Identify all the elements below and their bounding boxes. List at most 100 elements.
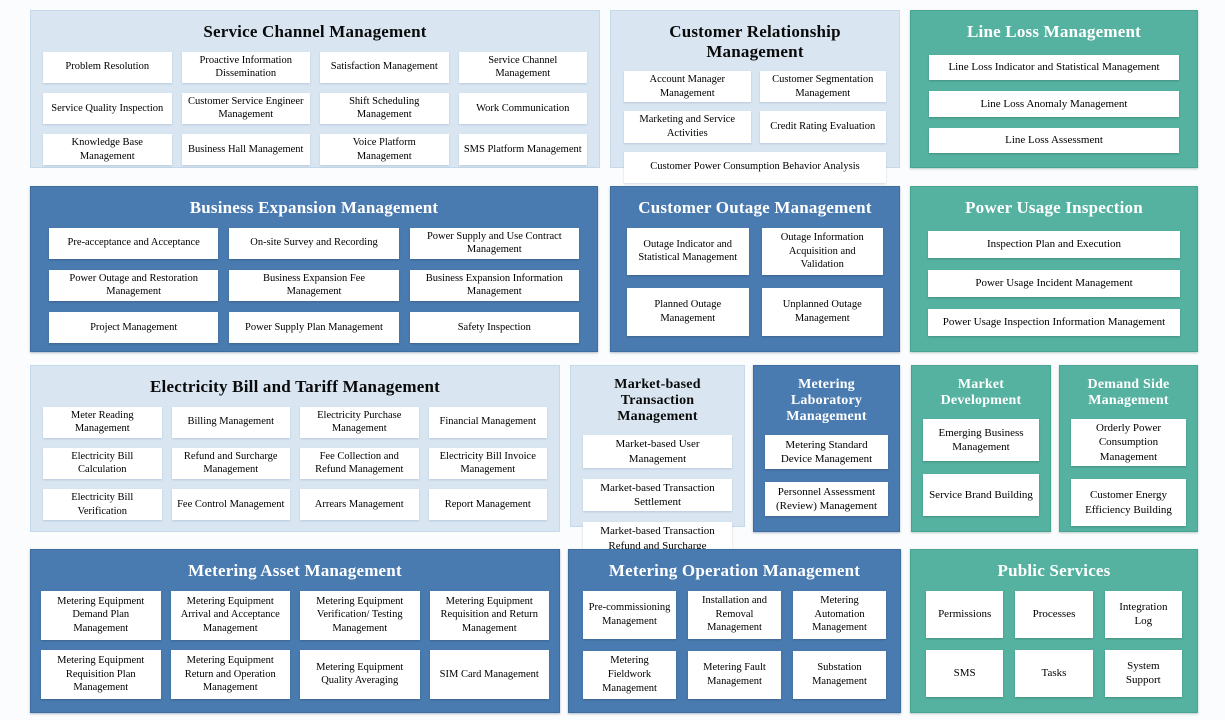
module-box: Metering Fault Management <box>688 650 781 699</box>
module-box: Line Loss Anomaly Management <box>929 91 1179 117</box>
module-box: Report Management <box>428 489 547 521</box>
module-box: Shift Scheduling Management <box>320 92 449 125</box>
module-box: Metering Equipment Requisition Plan Mana… <box>41 649 161 699</box>
module-box: Fee Control Management <box>171 489 290 521</box>
panel-metering-laboratory-management: Metering Laboratory Management Metering … <box>753 365 900 532</box>
module-box: Pre-acceptance and Acceptance <box>49 227 219 259</box>
module-box: Power Usage Incident Management <box>928 269 1180 297</box>
module-box: Service Channel Management <box>458 51 587 83</box>
panel-metering-asset-management: Metering Asset Management Metering Equip… <box>30 549 560 713</box>
module-box: Work Communication <box>458 92 587 125</box>
module-box: Metering Automation Management <box>793 590 886 639</box>
module-box: Market-based Transaction Settlement <box>583 478 732 512</box>
module-box: Problem Resolution <box>43 51 172 83</box>
module-box: Knowledge Base Management <box>43 134 172 166</box>
module-box: Metering Equipment Verification/ Testing… <box>300 590 420 640</box>
panel-items: Meter Reading Management Billing Manageme… <box>43 406 547 521</box>
module-box: Metering Equipment Quality Averaging <box>300 649 420 699</box>
module-box: Inspection Plan and Execution <box>928 230 1180 258</box>
module-box: Metering Equipment Requisition and Retur… <box>429 590 549 640</box>
module-box: Planned Outage Management <box>627 288 749 336</box>
module-box: Outage Information Acquisition and Valid… <box>761 227 883 276</box>
panel-title: Power Usage Inspection <box>965 198 1143 217</box>
panel-title: Demand Side Management <box>1087 377 1170 409</box>
panel-market-development: Market Development Emerging Business Man… <box>911 365 1051 532</box>
module-box: Metering Equipment Arrival and Acceptanc… <box>170 590 290 640</box>
module-box: Metering Fieldwork Management <box>583 650 676 699</box>
module-box: Fee Collection and Refund Management <box>300 447 419 480</box>
panel-items: Outage Indicator and Statistical Managem… <box>627 227 883 336</box>
panel-title: Service Channel Management <box>203 22 427 41</box>
panel-title: Line Loss Management <box>967 22 1141 41</box>
module-box: Tasks <box>1015 649 1093 697</box>
panel-title: Customer Relationship Management <box>669 22 841 61</box>
module-box: Line Loss Assessment <box>929 127 1179 153</box>
module-box: Satisfaction Management <box>320 51 449 83</box>
module-box: Account Manager Management <box>624 71 751 103</box>
module-box: Electricity Bill Verification <box>43 489 162 521</box>
module-box: Project Management <box>49 312 219 344</box>
module-box: Marketing and Service Activities <box>624 111 751 143</box>
module-box: Substation Management <box>793 650 886 699</box>
module-box: Customer Service Engineer Management <box>181 92 310 125</box>
module-box: Financial Management <box>428 406 547 438</box>
module-box: Electricity Bill Invoice Management <box>428 447 547 480</box>
module-box: Emerging Business Management <box>923 419 1039 462</box>
module-box: Service Brand Building <box>923 474 1039 516</box>
panel-title: Market-based Transaction Management <box>614 377 701 425</box>
module-box: Business Hall Management <box>181 134 310 166</box>
module-box: SIM Card Management <box>429 649 549 699</box>
panel-electricity-bill-and-tariff-management: Electricity Bill and Tariff Management M… <box>30 365 560 532</box>
module-box: Power Outage and Restoration Management <box>49 269 219 302</box>
module-box: Credit Rating Evaluation <box>759 111 886 143</box>
panel-items: Metering Equipment Demand Plan Managemen… <box>41 590 549 699</box>
module-box: Metering Standard Device Management <box>765 435 888 470</box>
panel-items: Line Loss Indicator and Statistical Mana… <box>929 54 1179 153</box>
module-box: Outage Indicator and Statistical Managem… <box>627 227 749 276</box>
module-box: Refund and Surcharge Management <box>171 447 290 480</box>
panel-metering-operation-management: Metering Operation Management Pre-commis… <box>568 549 901 713</box>
module-box: Business Expansion Fee Management <box>229 269 399 302</box>
panel-title: Metering Asset Management <box>188 561 402 580</box>
panel-title: Metering Operation Management <box>608 561 861 580</box>
panel-service-channel-management: Service Channel Management Problem Resol… <box>30 10 600 168</box>
module-box: SMS Platform Management <box>458 134 587 166</box>
module-box: Market-based User Management <box>583 435 732 468</box>
module-box: Electricity Bill Calculation <box>43 447 162 480</box>
panel-demand-side-management: Demand Side Management Orderly Power Con… <box>1059 365 1198 532</box>
module-box: Pre-commissioning Management <box>583 590 676 639</box>
module-box: System Support <box>1104 649 1182 697</box>
panel-customer-relationship-management: Customer Relationship Management Account… <box>610 10 900 183</box>
module-box: SMS <box>926 649 1004 697</box>
module-box: Service Quality Inspection <box>43 92 172 125</box>
module-box: Unplanned Outage Management <box>761 288 883 336</box>
module-box: Permissions <box>926 590 1004 638</box>
module-box: Power Supply and Use Contract Management <box>409 227 579 259</box>
module-box: Arrears Management <box>300 489 419 521</box>
module-box: Integration Log <box>1104 590 1182 638</box>
module-box: Personnel Assessment (Review) Management <box>765 482 888 516</box>
module-box: Processes <box>1015 590 1093 638</box>
module-box: Metering Equipment Return and Operation … <box>170 649 290 699</box>
module-box: Customer Energy Efficiency Building <box>1071 479 1186 526</box>
panel-title: Metering Laboratory Management <box>786 377 867 425</box>
module-box: Meter Reading Management <box>43 406 162 438</box>
panel-power-usage-inspection: Power Usage Inspection Inspection Plan a… <box>910 186 1198 352</box>
module-box: Line Loss Indicator and Statistical Mana… <box>929 54 1179 81</box>
module-box: Electricity Purchase Management <box>300 406 419 438</box>
module-box: Power Supply Plan Management <box>229 312 399 344</box>
module-box: Power Usage Inspection Information Manag… <box>928 308 1180 336</box>
module-box: Voice Platform Management <box>320 134 449 166</box>
module-box: Billing Management <box>171 406 290 438</box>
module-box: Orderly Power Consumption Management <box>1071 419 1186 467</box>
